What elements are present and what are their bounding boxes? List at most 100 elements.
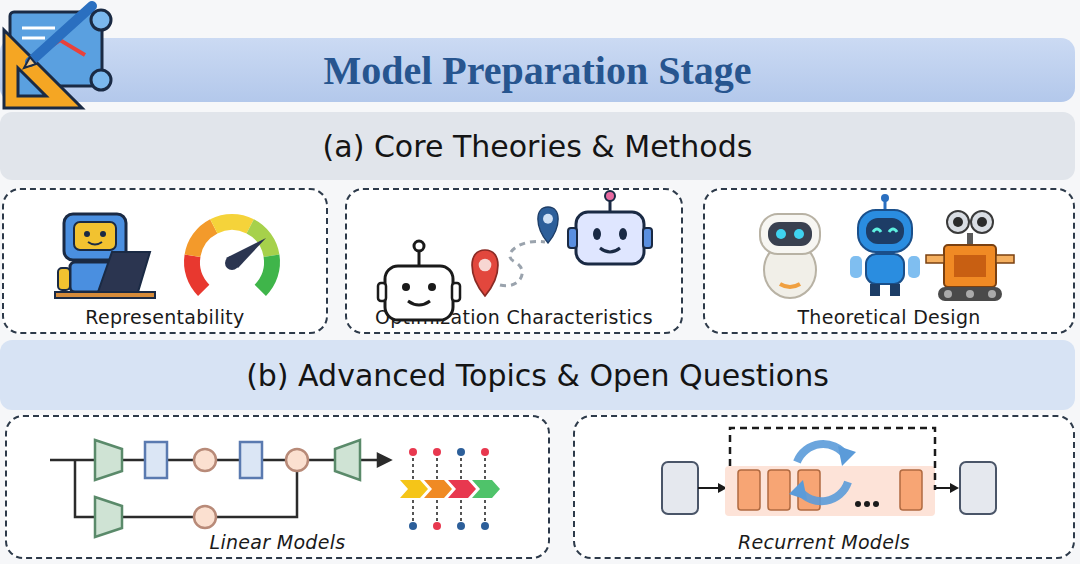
gauge-icon-part xyxy=(225,256,239,270)
robot-start-icon-part xyxy=(385,266,453,320)
robot-start-icon-part xyxy=(402,283,410,291)
robot-blue-icon-part xyxy=(881,194,889,202)
robot-egg-icon-part xyxy=(776,229,786,239)
gauge-icon-part xyxy=(260,256,272,290)
linear-model-icon-part xyxy=(95,497,122,537)
robot-laptop-icon-part xyxy=(64,214,126,260)
blueprint-icon-part xyxy=(18,68,46,96)
path-pins-part-part xyxy=(479,259,492,272)
recurrent-model-icon-part xyxy=(838,446,856,466)
recurrent-model-icon-part xyxy=(864,501,870,507)
robot-egg-icon-part xyxy=(794,229,804,239)
recurrent-model-icon-part xyxy=(873,501,879,507)
section-band: (a) Core Theories & Methods xyxy=(0,112,1075,180)
recurrent-model-icon-part xyxy=(855,501,861,507)
gauge-icon xyxy=(192,222,272,290)
path-pins-part xyxy=(500,241,545,285)
robot-start-icon-part xyxy=(418,250,421,266)
node-label: Theoretical Design xyxy=(797,306,980,328)
recurrent-model-icon-part xyxy=(730,428,935,490)
robot-orange-icon-part xyxy=(947,211,969,233)
token-sequence-icon-part xyxy=(424,480,452,498)
robot-goal-icon-part xyxy=(568,228,577,248)
robot-orange-icon xyxy=(926,211,1014,301)
robot-laptop-icon-part xyxy=(88,242,102,245)
recurrent-model-icon-part xyxy=(698,487,720,489)
robot-start-icon-part xyxy=(414,241,424,251)
blueprint-icon-part xyxy=(91,10,111,30)
topic-box: Recurrent Models xyxy=(573,415,1075,559)
robot-egg-icon-part xyxy=(760,214,820,254)
node-label: Recurrent Models xyxy=(738,531,910,553)
linear-model-icon-part xyxy=(335,440,360,480)
node-label: Linear Models xyxy=(210,531,346,553)
token-sequence-icon-part xyxy=(457,522,465,530)
robot-start-icon-part xyxy=(428,283,436,291)
robot-goal-icon-part xyxy=(619,228,627,240)
robot-orange-icon-part xyxy=(926,255,944,263)
section-band: (b) Advanced Topics & Open Questions xyxy=(0,340,1075,410)
topic-box: Theoretical Design xyxy=(703,188,1075,334)
robot-egg-icon xyxy=(760,214,820,298)
robot-egg-icon-part xyxy=(780,284,800,287)
recurrent-model-icon-part xyxy=(799,482,848,501)
node-label: (b) Advanced Topics & Open Questions xyxy=(246,358,829,393)
blueprint-icon xyxy=(4,6,111,108)
robot-start-icon-part xyxy=(408,301,430,305)
robot-orange-icon-part xyxy=(966,290,974,298)
robot-blue-icon-part xyxy=(884,200,887,210)
recurrent-model-icon xyxy=(662,428,996,516)
recurrent-model-icon-part xyxy=(935,487,952,489)
robot-orange-icon-part xyxy=(944,290,952,298)
linear-model-icon-part xyxy=(378,454,390,466)
linear-model-icon xyxy=(50,440,390,537)
robot-orange-icon-part xyxy=(971,211,993,233)
robot-laptop-icon-part xyxy=(100,231,106,237)
token-sequence-icon-part xyxy=(448,480,476,498)
blueprint-icon-part xyxy=(30,40,85,60)
linear-model-icon-part xyxy=(95,440,122,480)
linear-model-icon-part xyxy=(240,442,262,478)
node-label: (a) Core Theories & Methods xyxy=(323,129,753,164)
robot-blue-icon-part xyxy=(866,254,904,284)
linear-model-icon-part xyxy=(145,442,167,478)
title-band: Model Preparation Stage xyxy=(0,38,1075,102)
gauge-icon-part xyxy=(250,226,271,255)
recurrent-model-icon-part xyxy=(950,483,959,493)
recurrent-model-icon-part xyxy=(662,462,698,514)
token-sequence-icon-part xyxy=(409,522,417,530)
diagram-title: Model Preparation Stage xyxy=(323,47,751,94)
topic-box: Linear Models xyxy=(5,415,550,559)
robot-orange-icon-part xyxy=(967,233,973,245)
robot-orange-icon-part xyxy=(938,287,1002,301)
robot-laptop-icon-part xyxy=(74,222,116,250)
robot-laptop-icon-part xyxy=(55,292,155,298)
robot-orange-icon-part xyxy=(953,217,963,227)
robot-blue-icon-part xyxy=(850,256,862,278)
token-sequence-icon-part xyxy=(400,480,428,498)
token-sequence-icon-part xyxy=(481,522,489,530)
gauge-icon-part xyxy=(192,256,204,290)
linear-model-icon-part xyxy=(50,459,380,462)
topic-box: Representability xyxy=(2,188,328,334)
robot-goal-icon-part xyxy=(605,191,615,201)
robot-start-icon xyxy=(378,241,460,320)
recurrent-model-icon-part xyxy=(900,470,922,510)
recurrent-model-icon-part xyxy=(738,470,760,510)
blueprint-icon-part xyxy=(91,70,111,90)
robot-start-icon-part xyxy=(378,283,386,301)
recurrent-model-icon-part xyxy=(798,470,820,510)
linear-model-icon-part xyxy=(194,449,216,471)
robot-laptop-icon-part xyxy=(70,262,120,292)
gauge-icon-part xyxy=(193,226,214,255)
blueprint-icon-part xyxy=(24,57,36,68)
recurrent-model-icon-part xyxy=(725,466,935,516)
robot-laptop-icon-part xyxy=(84,231,90,237)
robot-blue-icon-part xyxy=(870,284,880,296)
robot-blue-icon-part xyxy=(890,284,900,296)
robot-egg-icon-part xyxy=(768,222,812,246)
robot-goal-icon-part xyxy=(593,228,601,240)
token-sequence-icon-part xyxy=(481,448,489,456)
robot-blue-icon-part xyxy=(873,229,897,232)
robot-laptop-icon-part xyxy=(98,252,150,292)
